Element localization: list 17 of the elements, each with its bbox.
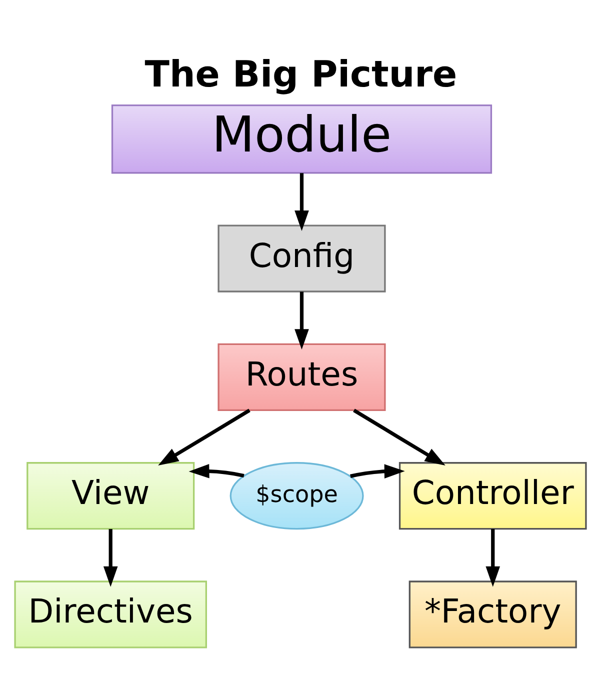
node-box: Directives	[14, 580, 207, 648]
arrow	[350, 464, 405, 479]
node-box: Routes	[218, 343, 386, 411]
node-box: View	[26, 462, 195, 530]
node-box: Controller	[398, 462, 587, 530]
node-box: Module	[111, 104, 492, 174]
arrow	[486, 529, 500, 587]
diagram-title: The Big Picture	[144, 52, 458, 96]
node-box: Config	[218, 224, 386, 292]
arrow	[294, 292, 309, 350]
arrow	[188, 464, 244, 478]
arrow	[158, 408, 250, 466]
node-ellipse: $scope	[230, 462, 364, 530]
node-box: *Factory	[408, 580, 577, 648]
arrow	[353, 408, 446, 466]
arrow	[294, 173, 309, 231]
arrow	[103, 529, 118, 587]
